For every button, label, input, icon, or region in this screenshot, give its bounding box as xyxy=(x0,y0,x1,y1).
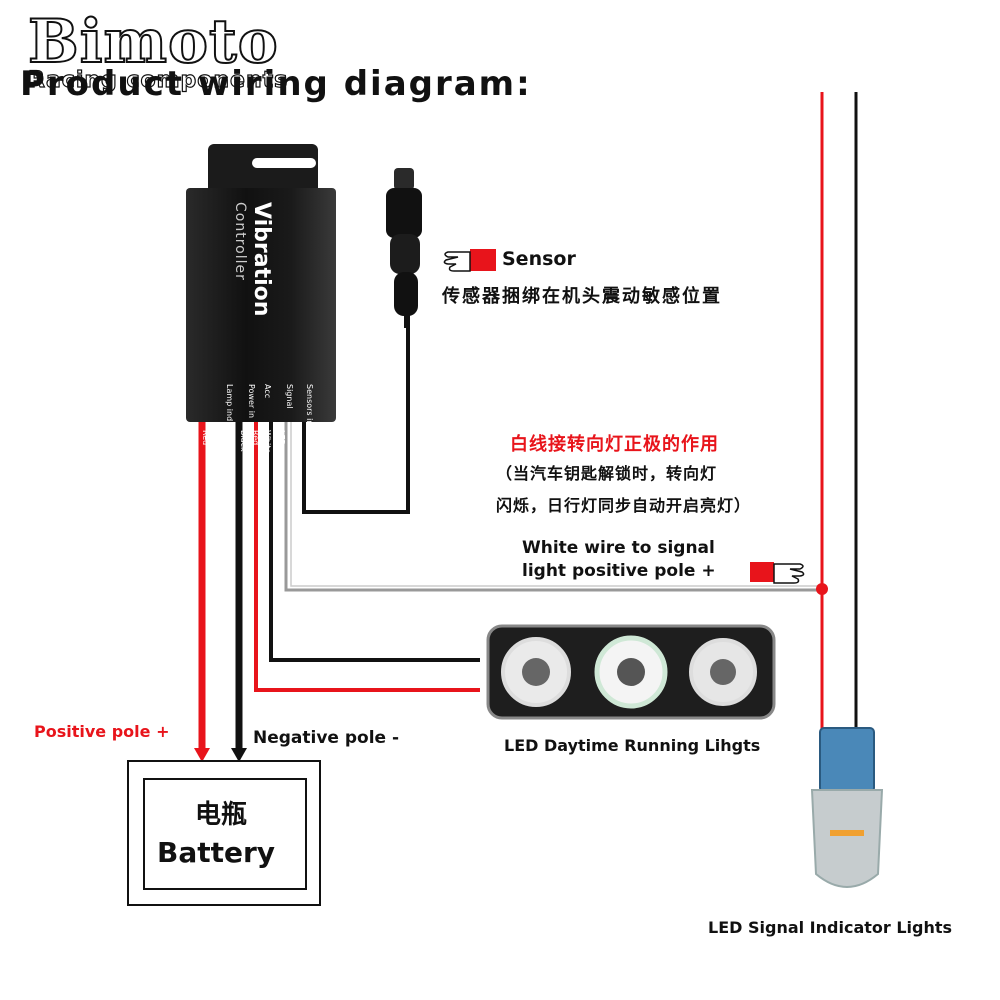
logo-tagline: Racing components xyxy=(27,67,289,93)
positive-arrow xyxy=(194,748,210,762)
pin-function-4: Signal xyxy=(285,384,294,409)
pin-function-1: Lamp ind. xyxy=(225,384,234,424)
pin-color-7: Red xyxy=(291,430,300,446)
battery-cn-label: 电瓶 xyxy=(195,800,248,830)
brand-logo: Bimoto Racing components xyxy=(27,7,289,94)
junction-dot xyxy=(816,583,828,595)
pin-function-3: Acc xyxy=(263,384,272,399)
white-signal-wire-inner xyxy=(290,420,822,587)
drl-light-icon xyxy=(486,624,776,720)
negative-arrow xyxy=(231,748,247,762)
diagram-title: Product wiring diagram: xyxy=(20,64,532,104)
battery-inner-frame xyxy=(143,778,307,890)
vibration-controller: Vibration Controller Lamp ind. Power in … xyxy=(186,144,338,453)
white-wire-cn-title: 白线接转向灯正极的作用 xyxy=(510,434,719,455)
pin-color-6: LED xyxy=(277,430,286,446)
controller-body: Vibration Controller Lamp ind. Power in … xyxy=(186,188,336,453)
sensor-note: 传感器捆绑在机头震动敏感位置 xyxy=(442,286,722,307)
pointing-hand-signal-icon xyxy=(750,562,805,584)
pin-function-5: Sensors in xyxy=(305,384,314,426)
pin-function-2: Power in xyxy=(247,384,256,419)
drl-red-wire xyxy=(254,420,480,692)
logo-brand: Bimoto xyxy=(27,7,279,77)
battery-box: 电瓶 Battery xyxy=(127,760,321,906)
pointing-hand-sensor-icon xyxy=(443,249,496,272)
pin-color-4: Red xyxy=(251,430,260,446)
drl-label: LED Daytime Running Lihgts xyxy=(504,736,761,755)
white-wire-cn-line1: （当汽车钥匙解锁时，转向灯 xyxy=(496,464,718,483)
drl-black-wire xyxy=(269,420,480,662)
pin-color-1: Red xyxy=(201,430,210,446)
positive-pole-label: Positive pole + xyxy=(34,722,170,741)
indicator-label: LED Signal Indicator Lights xyxy=(708,918,953,937)
controller-subtitle: Controller xyxy=(232,202,248,281)
pin-color-8: Black xyxy=(305,430,314,452)
white-wire-cn-line2: 闪烁，日行灯同步自动开启亮灯） xyxy=(496,496,752,515)
white-signal-wire xyxy=(284,420,822,592)
battery-en-label: Battery xyxy=(157,836,276,869)
pin-color-3: Black xyxy=(239,430,248,452)
mount-hole xyxy=(252,158,316,168)
negative-pole-label: Negative pole - xyxy=(253,728,400,748)
pin-color-5: White xyxy=(263,430,272,454)
controller-mount-tab xyxy=(208,144,318,196)
indicator-bulb-icon xyxy=(810,727,884,888)
white-wire-en-line2: light positive pole + xyxy=(522,561,716,581)
controller-name: Vibration xyxy=(249,202,274,317)
pin-color-2: Black xyxy=(221,430,230,452)
white-wire-en-line1: White wire to signal xyxy=(522,538,715,558)
sensor-wire xyxy=(302,326,410,514)
sensor-label: Sensor xyxy=(502,248,576,270)
sensor-plug-icon xyxy=(386,168,422,328)
